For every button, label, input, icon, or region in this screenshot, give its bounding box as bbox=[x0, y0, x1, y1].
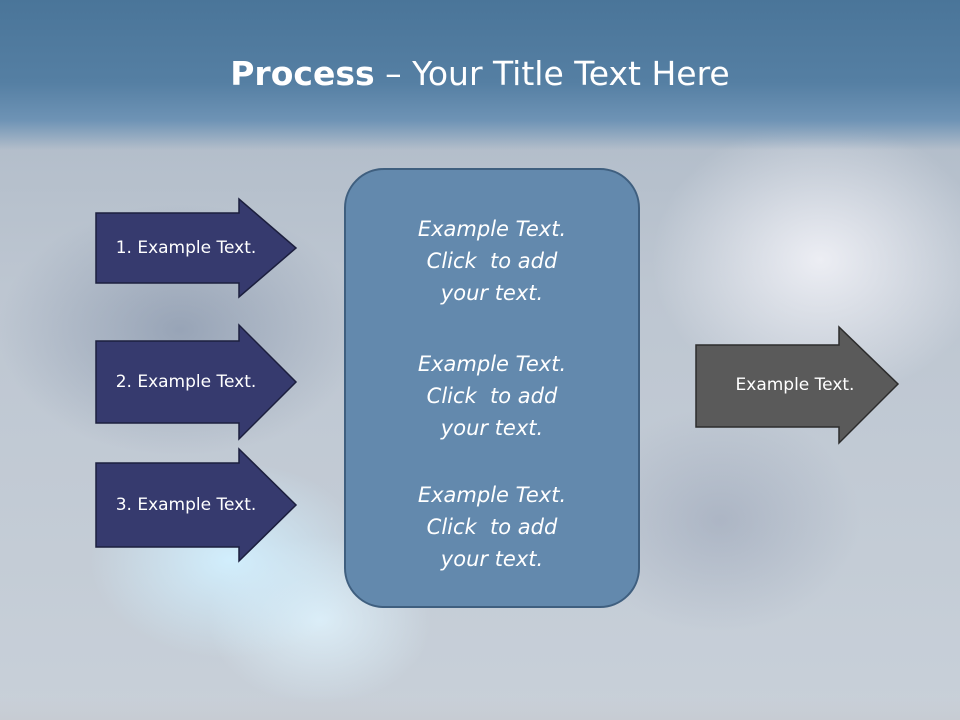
arrow-shape bbox=[95, 447, 298, 563]
title-bold: Process bbox=[230, 54, 375, 93]
arrow-label: 2. Example Text. bbox=[115, 372, 257, 392]
arrow-label: Example Text. bbox=[735, 375, 855, 395]
right-arrow[interactable]: Example Text. bbox=[695, 325, 900, 445]
left-arrow-2[interactable]: 2. Example Text. bbox=[95, 323, 298, 441]
center-text-block-1: Example Text. Click to add your text. bbox=[417, 217, 567, 305]
arrow-shape bbox=[95, 197, 298, 299]
background-bottom-band bbox=[0, 696, 960, 720]
center-text-block-2: Example Text. Click to add your text. bbox=[417, 352, 567, 440]
title-banner bbox=[0, 0, 960, 150]
arrow-shape bbox=[695, 325, 900, 445]
left-arrow-1[interactable]: 1. Example Text. bbox=[95, 197, 298, 299]
center-process-box[interactable]: Example Text. Click to add your text. Ex… bbox=[344, 168, 640, 608]
slide-title[interactable]: Process – Your Title Text Here bbox=[0, 52, 960, 96]
left-arrow-3[interactable]: 3. Example Text. bbox=[95, 447, 298, 563]
arrow-label: 1. Example Text. bbox=[115, 238, 257, 258]
arrow-shape bbox=[95, 323, 298, 441]
arrow-label: 3. Example Text. bbox=[115, 495, 257, 515]
title-rest: – Your Title Text Here bbox=[374, 54, 730, 93]
center-text-block-3: Example Text. Click to add your text. bbox=[417, 483, 567, 571]
